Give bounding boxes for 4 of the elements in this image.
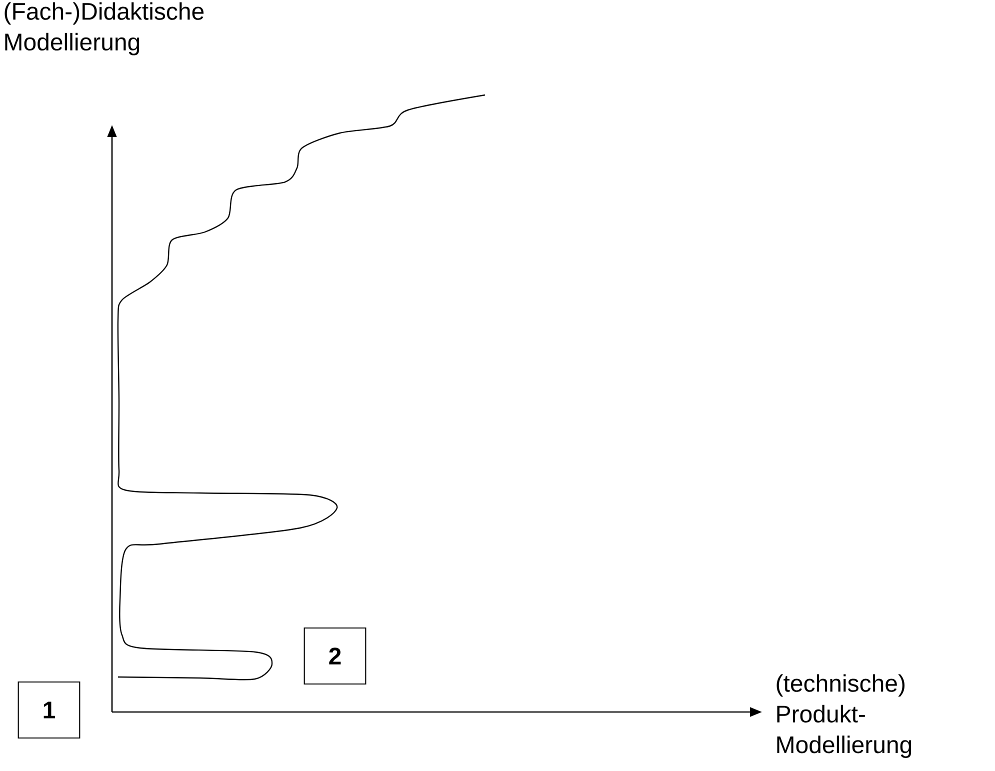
axis-label: (technische) Produkt- Modellierung (776, 674, 912, 758)
number-box: 2 (304, 627, 366, 685)
axis-label: (Fach-)Didaktische Modellierung (4, 2, 204, 56)
number-box: 1 (18, 681, 80, 739)
